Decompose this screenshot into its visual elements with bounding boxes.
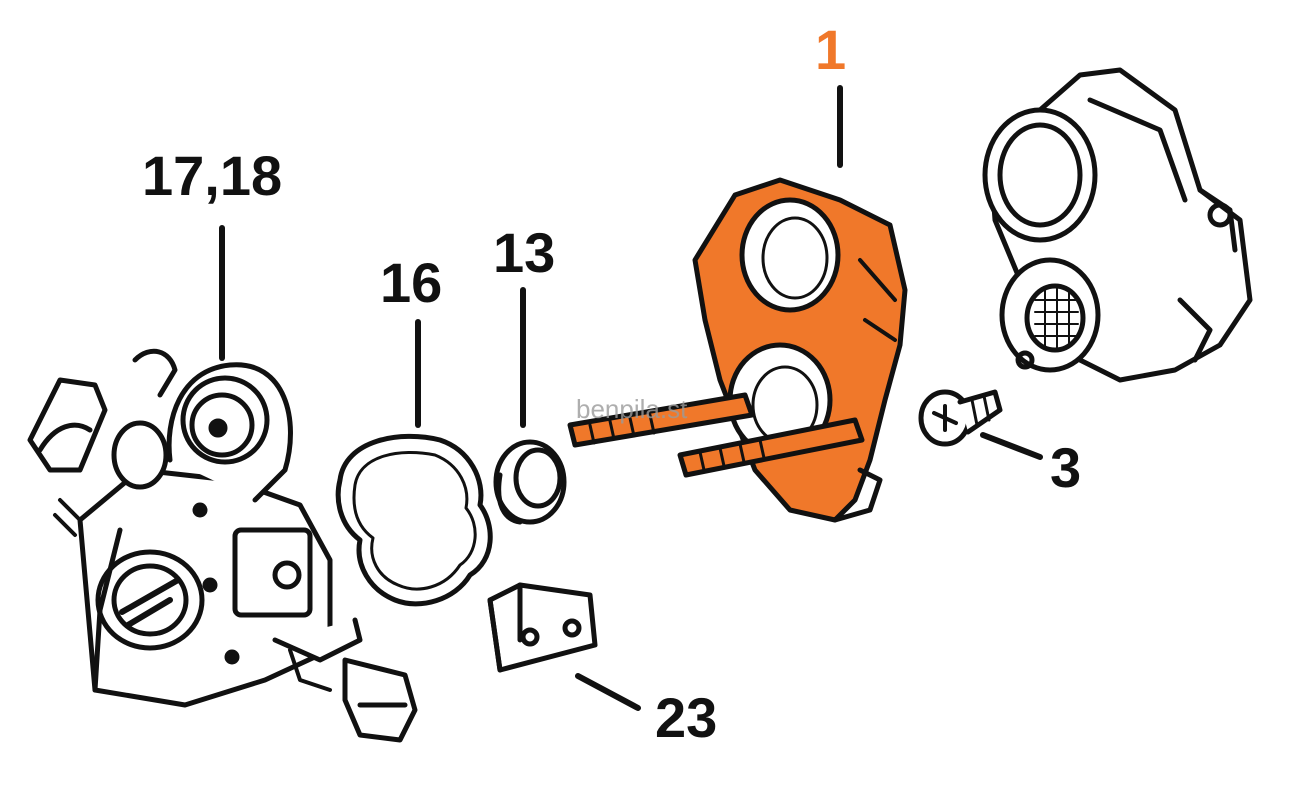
leader-line-3 [980, 432, 1043, 460]
leader-line-23 [575, 673, 641, 711]
leader-lines [219, 85, 1043, 711]
gasket-part [335, 433, 493, 607]
carburetor-part [27, 348, 418, 743]
callout-flange: 1 [815, 18, 847, 81]
callout-bracket: 23 [655, 686, 718, 749]
bracket-part [487, 582, 598, 673]
screw-part [918, 389, 1003, 447]
callout-ring: 13 [493, 221, 556, 284]
ring-part [493, 439, 567, 525]
callout-screw: 3 [1050, 436, 1082, 499]
watermark-text: benpila.st [576, 394, 688, 424]
callout-carburetor: 17,18 [142, 144, 283, 207]
intake-housing-part [982, 67, 1253, 383]
callout-gasket: 16 [380, 251, 443, 314]
stud-bolts [567, 392, 865, 478]
